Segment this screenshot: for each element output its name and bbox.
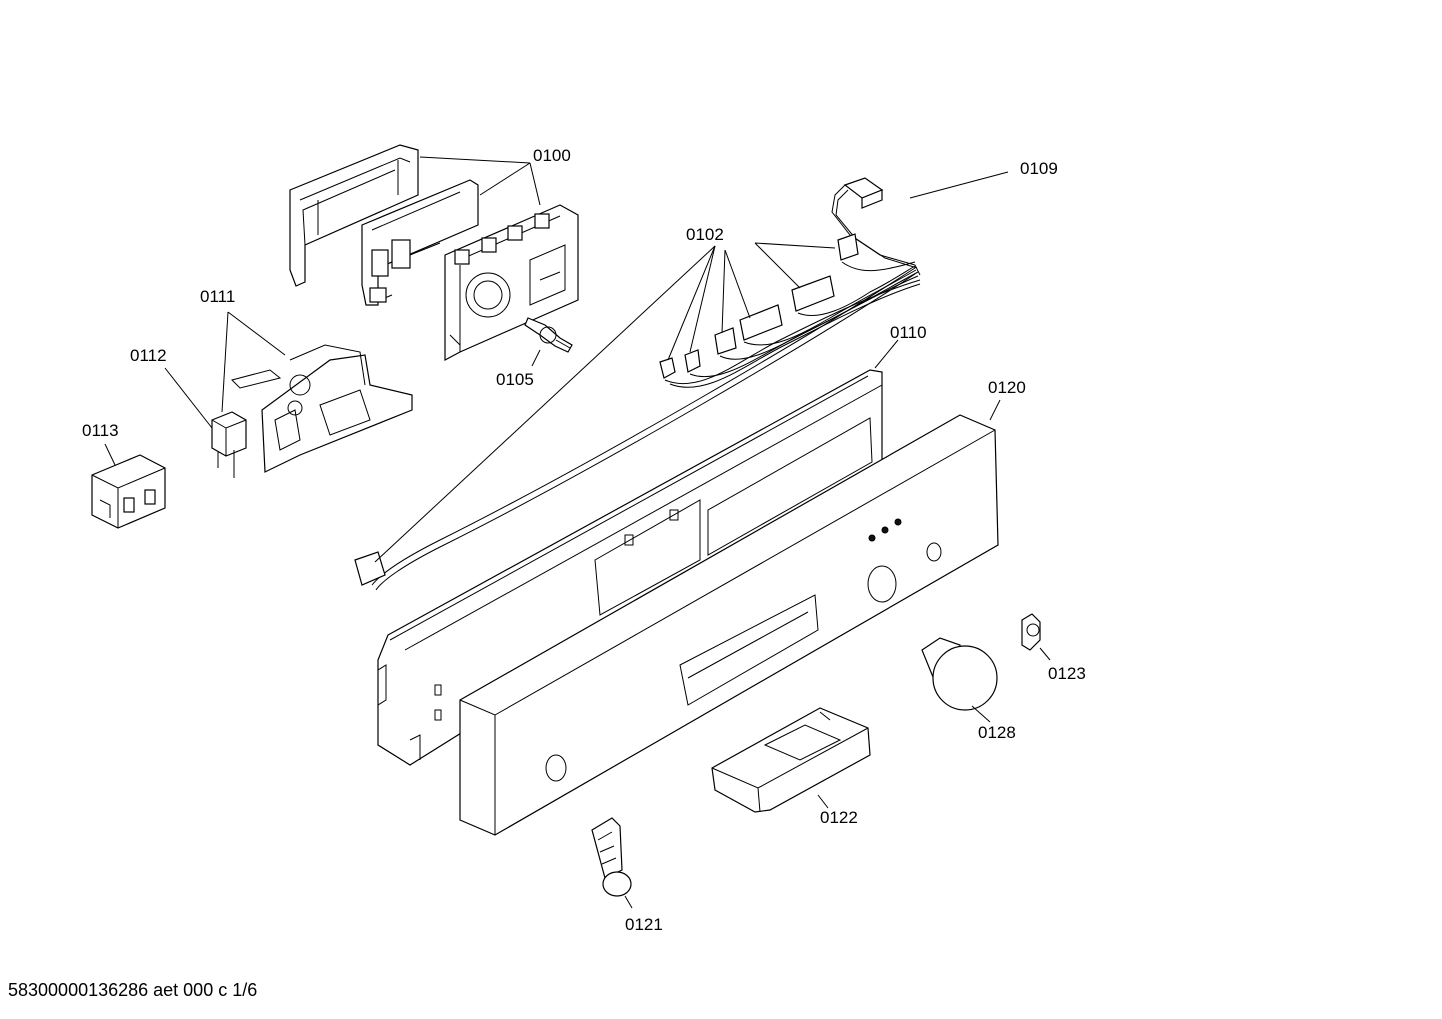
part-0122-handle [711,707,871,813]
leader-lines-0100 [419,156,541,206]
label-0111: 0111 [200,287,235,306]
label-0113: 0113 [82,421,119,440]
part-0123-button [1021,613,1051,661]
part-0121-push-button [591,817,633,909]
label-0122: 0122 [820,808,858,827]
label-0110: 0110 [890,323,927,342]
label-0109: 0109 [1020,159,1058,178]
part-0105-sensor [524,317,573,367]
part-0112-relay [211,411,247,478]
part-0102-wiring-harness [354,233,921,591]
label-0112: 0112 [130,346,167,365]
part-0109-cable-connector [831,171,1009,276]
part-0111-mechanism [221,311,413,473]
label-0123: 0123 [1048,664,1086,683]
part-0120-fascia [459,399,1001,836]
label-0121: 0121 [625,915,663,934]
leader-0113 [104,443,116,466]
part-0128-knob [921,637,998,723]
label-0105: 0105 [496,370,534,389]
label-0102: 0102 [686,225,724,244]
part-0113-switch [91,454,166,529]
label-0128: 0128 [978,723,1016,742]
leader-0112 [164,367,213,429]
label-0120: 0120 [988,378,1026,397]
document-id-footer: 58300000136286 aet 000 c 1/6 [8,980,258,1000]
part-0100-control-module [289,144,579,361]
label-0100: 0100 [533,146,571,165]
